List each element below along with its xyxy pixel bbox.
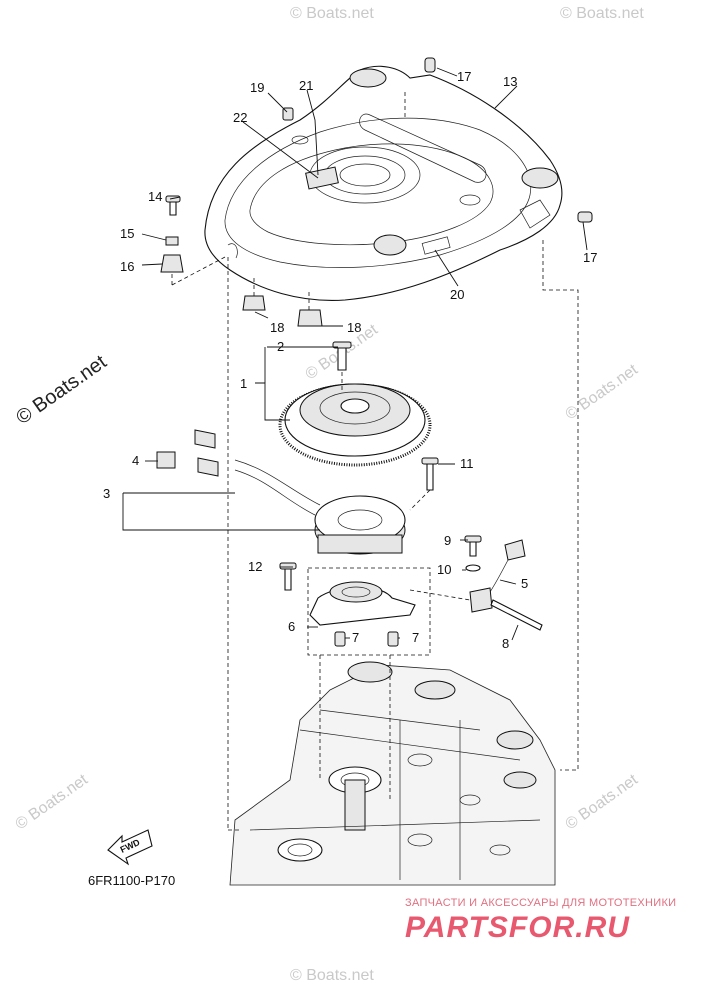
- callout-20: 20: [450, 287, 464, 302]
- callout-17-right: 17: [583, 250, 597, 265]
- watermark-right: © Boats.net: [563, 361, 642, 423]
- alignment-lines: [171, 92, 579, 831]
- cover-small-parts: [160, 57, 593, 327]
- stator-assembly: [156, 429, 439, 555]
- callout-1: 1: [240, 376, 247, 391]
- callout-9: 9: [444, 533, 451, 548]
- sensor-assembly: [464, 535, 543, 631]
- watermark-lower-right: © Boats.net: [563, 771, 642, 833]
- callout-2: 2: [277, 339, 284, 354]
- watermark-lower-left: © Boats.net: [13, 771, 92, 833]
- watermark-bottom: © Boats.net: [290, 967, 374, 984]
- callout-7-left: 7: [352, 630, 359, 645]
- callout-7-right: 7: [412, 630, 419, 645]
- brand-logo: PARTSFOR.RU: [405, 911, 630, 944]
- callout-8: 8: [502, 636, 509, 651]
- callout-19: 19: [250, 80, 264, 95]
- engine-block: [229, 661, 556, 886]
- stator-bracket: [279, 562, 431, 656]
- watermark-top-right: © Boats.net: [560, 5, 644, 22]
- callout-10: 10: [437, 562, 451, 577]
- callout-3: 3: [103, 486, 110, 501]
- callout-12: 12: [248, 559, 262, 574]
- callout-21: 21: [299, 78, 313, 93]
- flywheel-cover: [204, 65, 563, 301]
- callout-17-top: 17: [457, 69, 471, 84]
- callout-22: 22: [233, 110, 247, 125]
- callout-5: 5: [521, 576, 528, 591]
- callout-15: 15: [120, 226, 134, 241]
- watermark-top-left: © Boats.net: [290, 5, 374, 22]
- callout-14: 14: [148, 189, 162, 204]
- drawing-code: 6FR1100-P170: [88, 873, 175, 888]
- callout-11: 11: [460, 456, 474, 471]
- callout-18-left: 18: [270, 320, 284, 335]
- callout-13: 13: [503, 74, 517, 89]
- partsfor-branding: ЗАПЧАСТИ И АКСЕССУАРЫ ДЛЯ МОТОТЕХНИКИ PA…: [405, 897, 676, 944]
- watermark-main: © Boats.net: [12, 351, 111, 429]
- callout-6: 6: [288, 619, 295, 634]
- callouts: 17 13 19 21 22 14 15 16 17 20 18 18 2 1 …: [103, 69, 597, 651]
- fwd-arrow-icon: FWD: [107, 829, 153, 866]
- brand-tagline: ЗАПЧАСТИ И АКСЕССУАРЫ ДЛЯ МОТОТЕХНИКИ: [405, 897, 676, 909]
- callout-16: 16: [120, 259, 134, 274]
- callout-4: 4: [132, 453, 139, 468]
- leader-lines: [122, 67, 588, 641]
- flywheel-assembly: [278, 341, 432, 467]
- callout-18-right: 18: [347, 320, 361, 335]
